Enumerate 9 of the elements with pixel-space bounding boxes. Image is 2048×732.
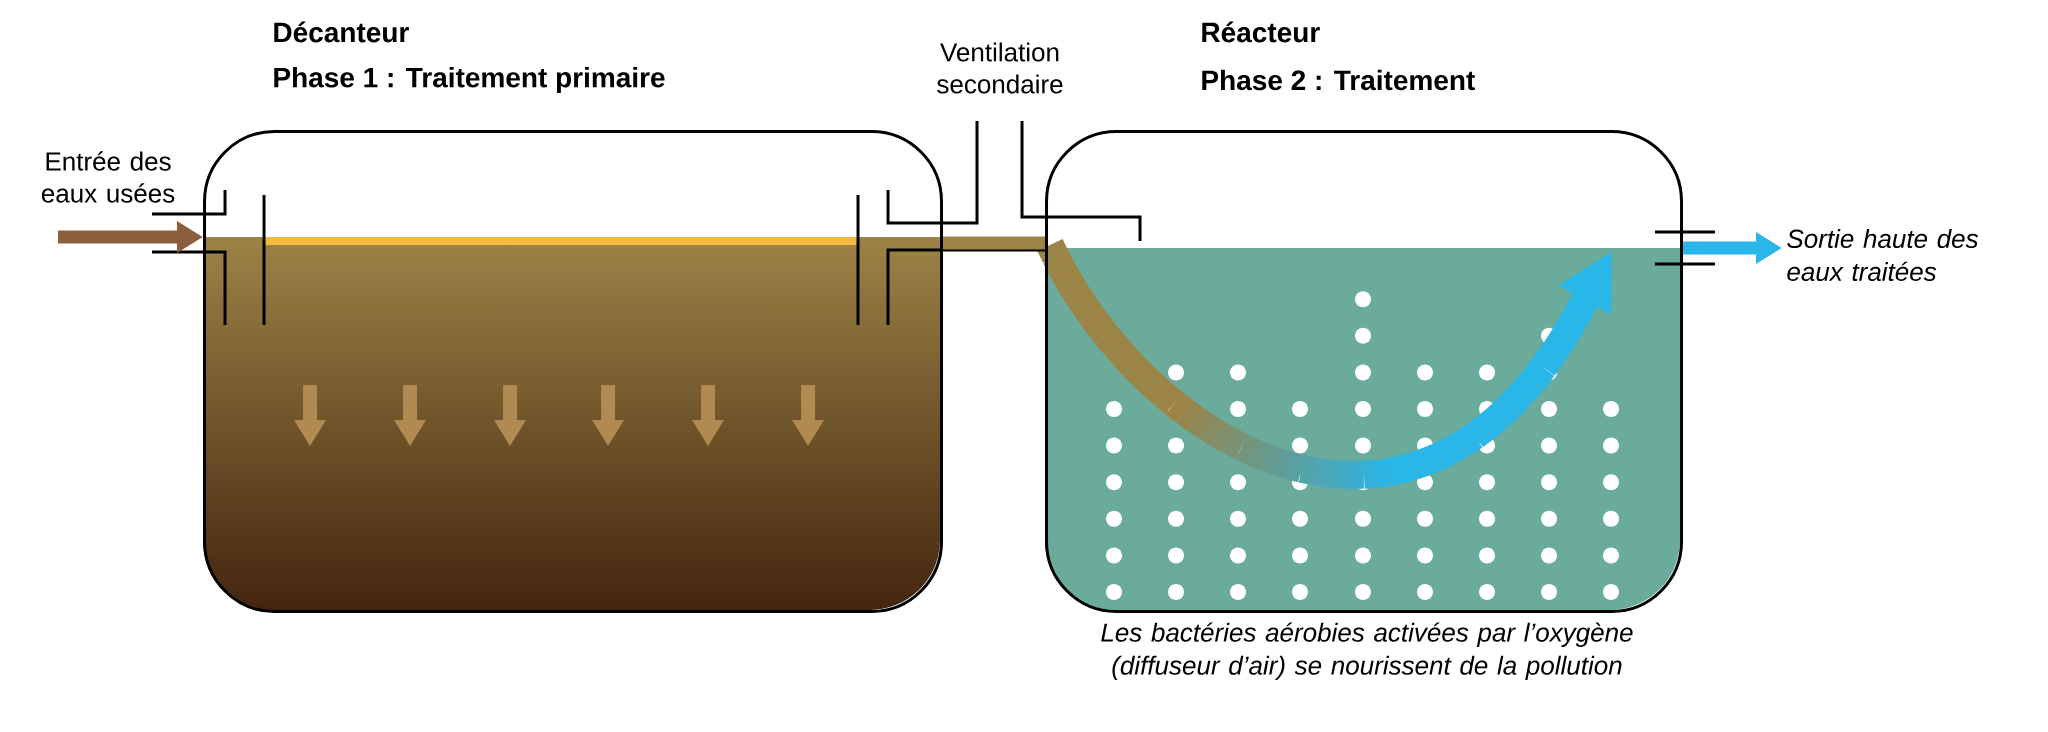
caption-text: Les bactéries aérobies activées par l’oxygène (diffuseur d’air) se nourissent de la pollution — [1101, 622, 1633, 680]
flow-line — [943, 236, 1045, 250]
heading: Réacteur — [1202, 21, 1320, 43]
heading: Phase 2 : Traitement — [1202, 69, 1475, 91]
outlet-label: Sortie haute des eaux traitées — [1787, 228, 1979, 282]
heading: Décanteur — [274, 21, 409, 43]
heading: Phase 1 : Traitement primaire — [274, 66, 665, 94]
label-text: Entrée des eaux usées — [41, 151, 175, 203]
label-text: Ventilation secondaire — [937, 42, 1063, 94]
